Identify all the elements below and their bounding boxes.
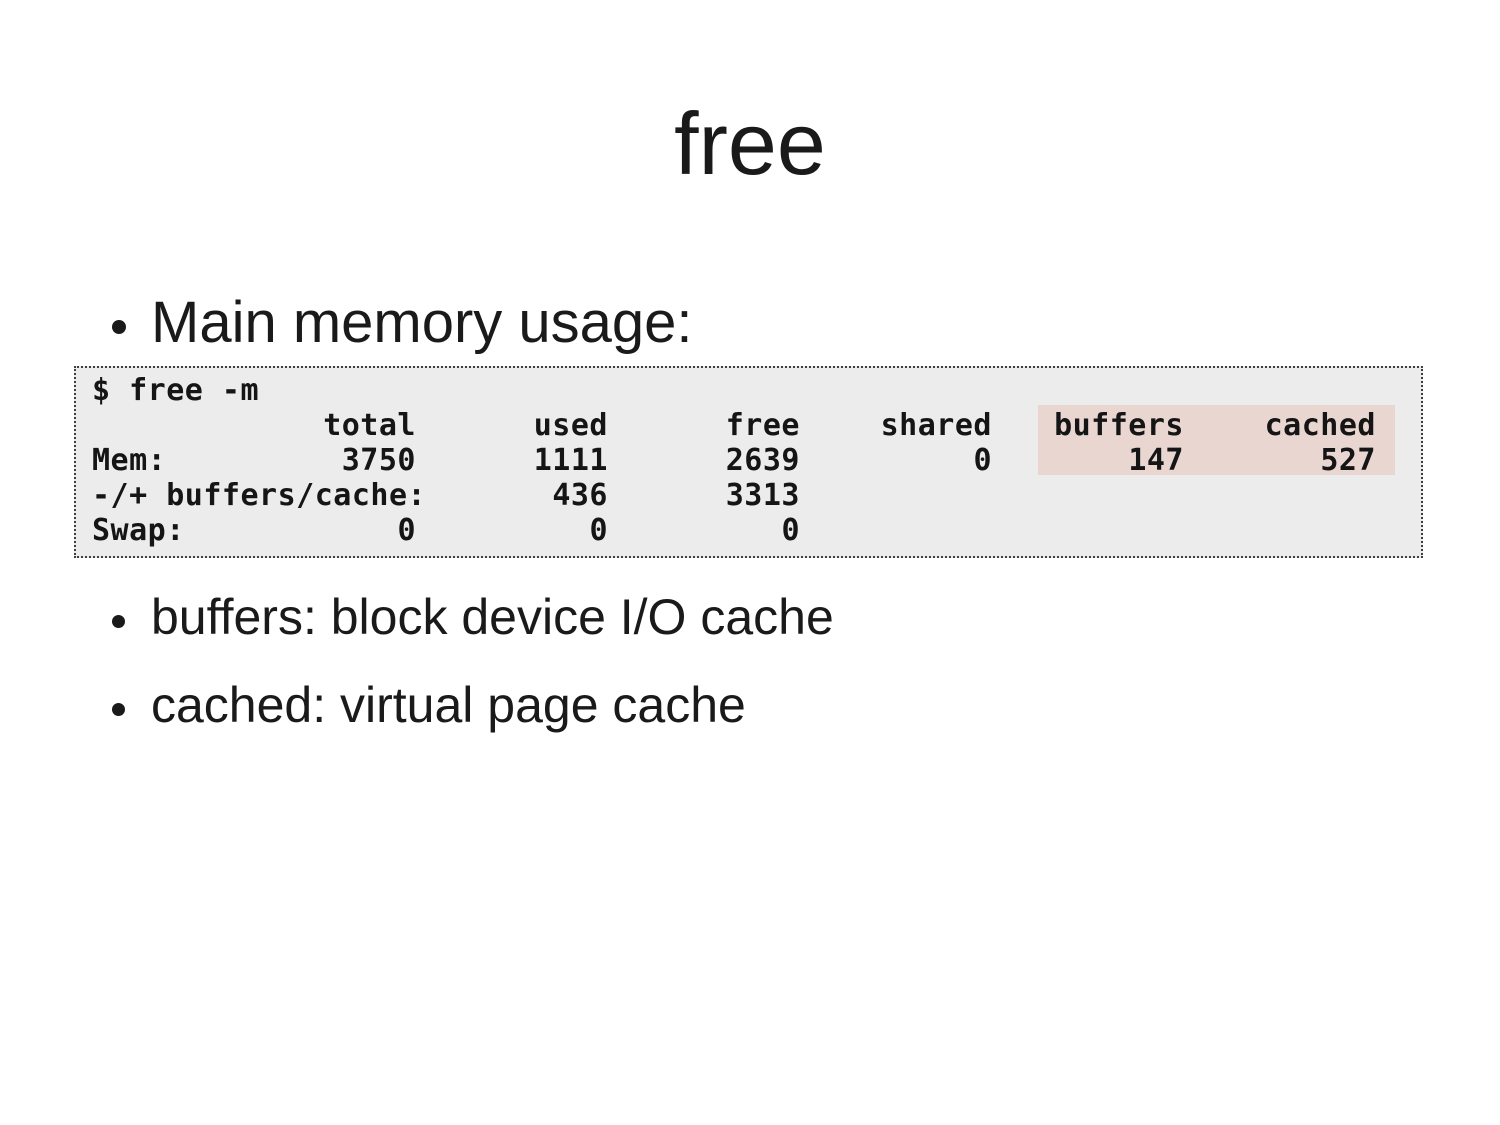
terminal-cell: 527 [1320, 443, 1376, 478]
terminal-cell [800, 513, 992, 548]
bullet-text: Main memory usage: [151, 290, 693, 355]
terminal-cell: 1111 [533, 443, 608, 478]
terminal-cell [800, 478, 992, 513]
terminal-header-free: free [725, 408, 800, 443]
terminal-header-buffers: buffers [1054, 408, 1184, 443]
terminal-cell [224, 478, 416, 513]
bullet-dot-icon [112, 703, 125, 716]
slide-title: free [674, 94, 826, 193]
terminal-row-label: Mem: [92, 443, 167, 478]
terminal-command: $ free -m [92, 373, 260, 408]
bullet-item: cached: virtual page cache [112, 680, 746, 730]
highlight-overlay [1038, 405, 1395, 475]
terminal-cell: 147 [1128, 443, 1184, 478]
bullet-text: cached: virtual page cache [151, 677, 746, 733]
terminal-cell: 3750 [341, 443, 416, 478]
terminal-header-label [92, 408, 224, 443]
terminal-cell [1184, 478, 1376, 513]
terminal-row-label: -/+ buffers/cache: [92, 478, 427, 513]
terminal-cell: 436 [552, 478, 608, 513]
bullet-dot-icon [112, 320, 126, 334]
terminal-content: $ free -m total used free shared buffers… [76, 368, 1421, 548]
terminal-cell: 3313 [725, 478, 800, 513]
terminal-header-used: used [533, 408, 608, 443]
terminal-output-grid: total used free shared buffers cached Me… [92, 408, 1421, 548]
terminal-cell [992, 478, 1184, 513]
bullet-item: buffers: block device I/O cache [112, 592, 834, 642]
terminal-block: $ free -m total used free shared buffers… [74, 366, 1423, 558]
terminal-cell: 0 [589, 513, 608, 548]
terminal-header-shared: shared [880, 408, 992, 443]
bullet-item: Main memory usage: [112, 294, 693, 352]
terminal-cell [992, 513, 1184, 548]
bullet-dot-icon [112, 615, 125, 628]
terminal-cell [1184, 513, 1376, 548]
terminal-row-label: Swap: [92, 513, 185, 548]
bullet-text: buffers: block device I/O cache [151, 589, 834, 645]
terminal-header-total: total [323, 408, 416, 443]
terminal-cell: 2639 [725, 443, 800, 478]
terminal-cell: 0 [781, 513, 800, 548]
terminal-cell: 0 [973, 443, 992, 478]
terminal-header-cached: cached [1264, 408, 1376, 443]
terminal-cell: 0 [397, 513, 416, 548]
